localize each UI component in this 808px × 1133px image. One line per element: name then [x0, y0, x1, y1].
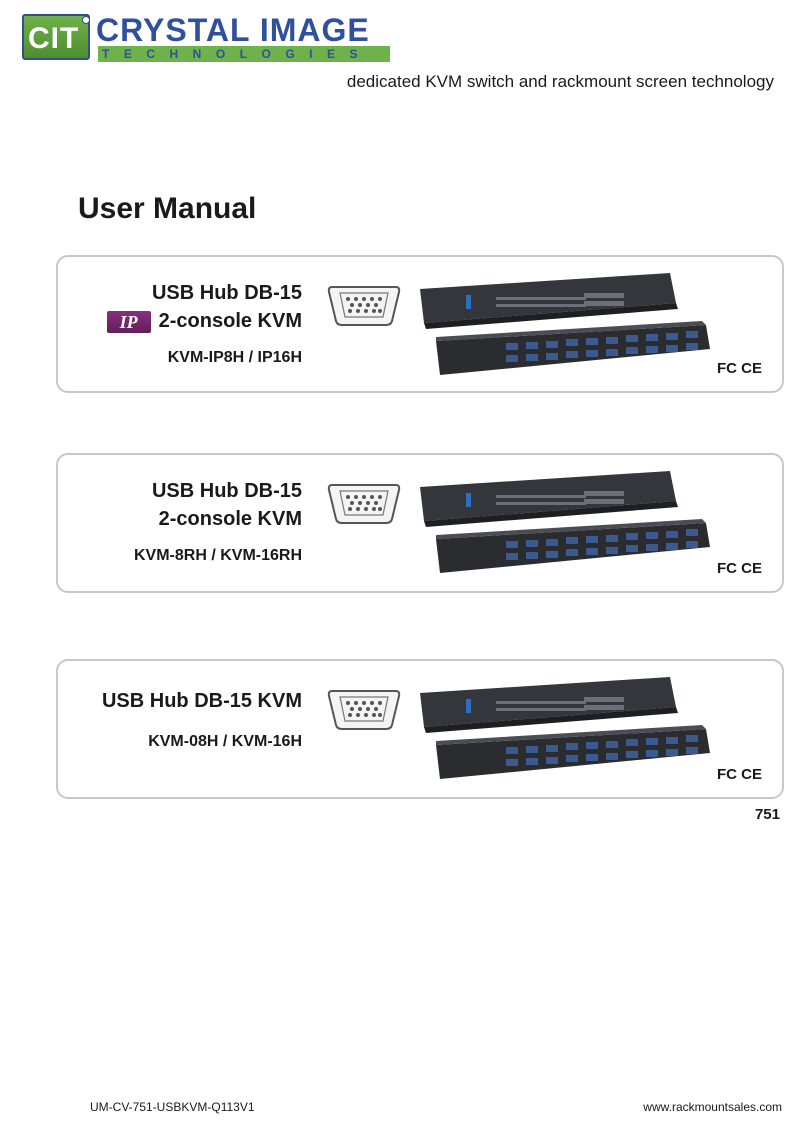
- kvm-switch-image: [420, 677, 710, 779]
- product-text: USB Hub DB-15 IP 2-console KVM KVM-IP8H /…: [106, 279, 302, 367]
- vga-connector-icon: [327, 286, 401, 326]
- logo-subtitle: TECHNOLOGIES: [98, 46, 390, 62]
- product-model: KVM-8RH / KVM-16RH: [133, 547, 302, 564]
- kvm-switch-image: [420, 471, 710, 573]
- certification-marks: FC CE: [717, 360, 762, 377]
- logo-badge-text: CIT: [28, 22, 80, 55]
- kvm-switch-image: [420, 273, 710, 375]
- logo-dot-icon: [82, 16, 90, 24]
- product-card-ip: USB Hub DB-15 IP 2-console KVM KVM-IP8H /…: [56, 255, 784, 393]
- certification-marks: FC CE: [717, 560, 762, 577]
- logo-badge: CIT: [22, 14, 90, 60]
- vga-connector-icon: [327, 690, 401, 730]
- product-model: KVM-IP8H / IP16H: [167, 349, 302, 366]
- page-title: User Manual: [78, 192, 257, 225]
- product-line1: USB Hub DB-15: [151, 282, 302, 304]
- product-card-rh: USB Hub DB-15 2-console KVM KVM-8RH / KV…: [56, 453, 784, 593]
- product-line1: USB Hub DB-15 KVM: [101, 690, 302, 712]
- product-line2: 2-console KVM: [158, 310, 302, 332]
- product-text: USB Hub DB-15 KVM KVM-08H / KVM-16H: [102, 687, 302, 751]
- company-logo: CIT CRYSTAL IMAGE TECHNOLOGIES: [22, 12, 392, 64]
- product-line1: USB Hub DB-15: [151, 480, 302, 502]
- tagline: dedicated KVM switch and rackmount scree…: [346, 72, 774, 91]
- vga-connector-icon: [327, 484, 401, 524]
- product-model: KVM-08H / KVM-16H: [148, 733, 302, 750]
- website-link[interactable]: www.rackmountsales.com: [643, 1100, 782, 1114]
- page-number: 751: [754, 806, 780, 823]
- product-card-h: USB Hub DB-15 KVM KVM-08H / KVM-16H FC C…: [56, 659, 784, 799]
- logo-name: CRYSTAL IMAGE: [96, 12, 370, 48]
- ip-badge-icon: IP: [106, 310, 151, 333]
- product-line2-row: IP 2-console KVM: [106, 307, 302, 335]
- product-text: USB Hub DB-15 2-console KVM KVM-8RH / KV…: [134, 477, 302, 565]
- certification-marks: FC CE: [717, 766, 762, 783]
- document-code: UM-CV-751-USBKVM-Q113V1: [90, 1100, 255, 1114]
- product-line2: 2-console KVM: [158, 508, 302, 530]
